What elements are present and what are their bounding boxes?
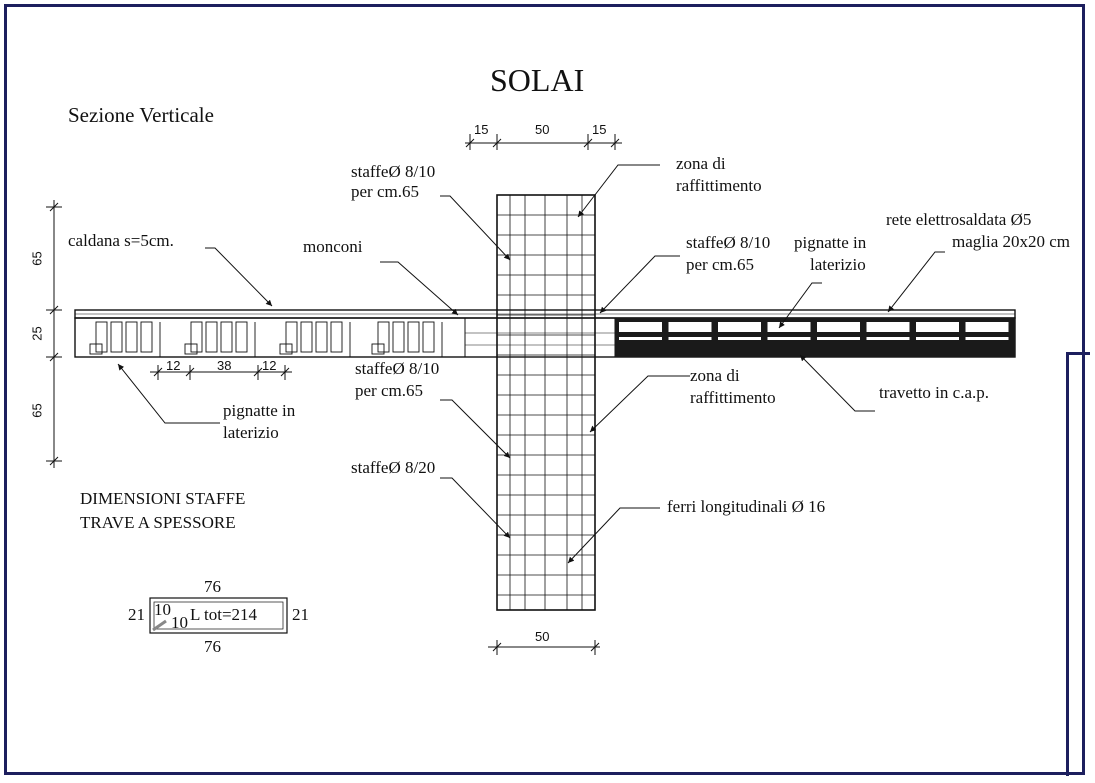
label-rete-2: maglia 20x20 cm [952,232,1071,251]
label-staffe-top-1: staffeØ 8/10 [351,162,436,181]
label-staffe-low-2: per cm.65 [355,381,423,400]
label-rete-1: rete elettrosaldata Ø5 [886,210,1032,229]
dim-left-bot: 65 [29,403,45,418]
label-zona-low-2: raffittimento [690,388,776,407]
label-staffe-low-1: staffeØ 8/10 [355,359,440,378]
page-frame [4,4,1085,775]
dim-bottom: 50 [535,629,550,644]
stirrup-total: L tot=214 [190,605,258,624]
frame-notch [1066,352,1090,776]
stirrup-detail [149,597,288,634]
label-ferri: ferri longitudinali Ø 16 [667,497,826,516]
label-staffe-mid-1: staffeØ 8/10 [686,233,771,252]
label-staffe-mid-2: per cm.65 [686,255,754,274]
stirrup-inner-a: 10 [154,600,171,619]
dim-top-right: 15 [592,122,607,137]
label-pignatte-left-2: laterizio [223,423,279,442]
dim-left-top: 65 [29,251,45,266]
dimension-lines [46,134,622,655]
dim-top-mid: 50 [535,122,550,137]
label-zona-low-1: zona di [690,366,740,385]
dim-left-mid: 25 [29,326,45,341]
label-zona-top-2: raffittimento [676,176,762,195]
dim-rib-a: 12 [166,358,181,373]
dim-rib-c: 12 [262,358,277,373]
stirrup-left: 21 [128,605,145,624]
label-caldana: caldana s=5cm. [68,231,174,250]
travetti-right [615,318,1015,357]
label-staffe-top-2: per cm.65 [351,182,419,201]
section-subtitle: Sezione Verticale [68,103,214,127]
label-staffe-820: staffeØ 8/20 [351,458,436,477]
label-monconi: monconi [303,237,363,256]
label-zona-top-1: zona di [676,154,726,173]
stirrup-heading-1: DIMENSIONI STAFFE [80,489,246,508]
label-pignatte-right-2: laterizio [810,255,866,274]
stirrup-heading-2: TRAVE A SPESSORE [80,513,236,532]
column [496,194,596,611]
stirrup-inner-b: 10 [171,613,188,632]
leader-lines [117,164,945,564]
label-pignatte-left-1: pignatte in [223,401,296,420]
dim-rib-b: 38 [217,358,232,373]
page-title: SOLAI [490,62,585,98]
label-travetto: travetto in c.a.p. [879,383,989,402]
stirrup-right: 21 [292,605,309,624]
stirrup-top: 76 [204,577,221,596]
pignatte-left [89,321,443,357]
label-pignatte-right-1: pignatte in [794,233,867,252]
stirrup-bottom: 76 [204,637,221,656]
dim-top-left: 15 [474,122,489,137]
